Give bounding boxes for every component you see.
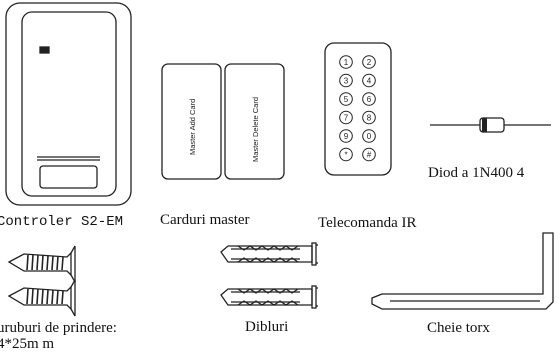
torx-key-label: Cheie torx xyxy=(427,320,490,336)
torx-key xyxy=(371,232,554,310)
svg-text:5: 5 xyxy=(344,95,349,104)
master-cards-label: Carduri master xyxy=(160,212,250,228)
controller-device xyxy=(5,2,132,206)
diode-label: Diod a 1N400 4 xyxy=(428,165,525,181)
remote-key-#: # xyxy=(362,147,376,162)
svg-text:9: 9 xyxy=(344,132,349,141)
remote-key-1: 1 xyxy=(339,55,353,69)
screws-label-line2: 4*25m m xyxy=(0,336,55,352)
delete-card-text: Master Delete Card xyxy=(251,97,260,162)
diode-1n4004 xyxy=(430,117,551,133)
svg-text:4: 4 xyxy=(367,77,372,86)
remote-key-2: 2 xyxy=(362,55,376,69)
remote-key-6: 6 xyxy=(362,92,376,106)
screws-label-line1: uruburi de prindere: xyxy=(0,320,117,336)
svg-text:*: * xyxy=(344,151,347,160)
master-card-add: Master Add Card xyxy=(161,63,222,180)
screw-1 xyxy=(7,245,76,283)
remote-key-3: 3 xyxy=(339,73,353,88)
remote-key-0: 0 xyxy=(362,129,376,143)
svg-text:2: 2 xyxy=(367,58,372,67)
svg-text:6: 6 xyxy=(367,95,372,104)
remote-key-*: * xyxy=(339,147,353,162)
remote-key-8: 8 xyxy=(362,110,376,125)
svg-text:1: 1 xyxy=(344,58,349,67)
ir-remote-label: Telecomanda IR xyxy=(318,215,417,231)
wall-anchor-2 xyxy=(220,285,318,309)
controller-label: Controler S2-EM xyxy=(0,214,124,230)
screw-2 xyxy=(7,279,76,317)
remote-key-5: 5 xyxy=(339,92,353,106)
svg-text:#: # xyxy=(367,151,372,160)
add-card-text: Master Add Card xyxy=(188,99,197,155)
svg-text:7: 7 xyxy=(344,114,349,123)
svg-text:0: 0 xyxy=(367,132,372,141)
master-card-delete: Master Delete Card xyxy=(224,63,285,180)
svg-text:8: 8 xyxy=(367,114,372,123)
anchors-label: Dibluri xyxy=(245,319,289,335)
remote-key-7: 7 xyxy=(339,110,353,125)
wall-anchor-1 xyxy=(220,242,318,266)
svg-text:3: 3 xyxy=(344,77,349,86)
remote-key-9: 9 xyxy=(339,129,353,143)
remote-keypad: 1 2 3 4 5 6 7 8 9 0 * # xyxy=(339,55,376,162)
remote-key-4: 4 xyxy=(362,73,376,88)
ir-remote: 1 2 3 4 5 6 7 8 9 0 * # xyxy=(324,42,392,176)
